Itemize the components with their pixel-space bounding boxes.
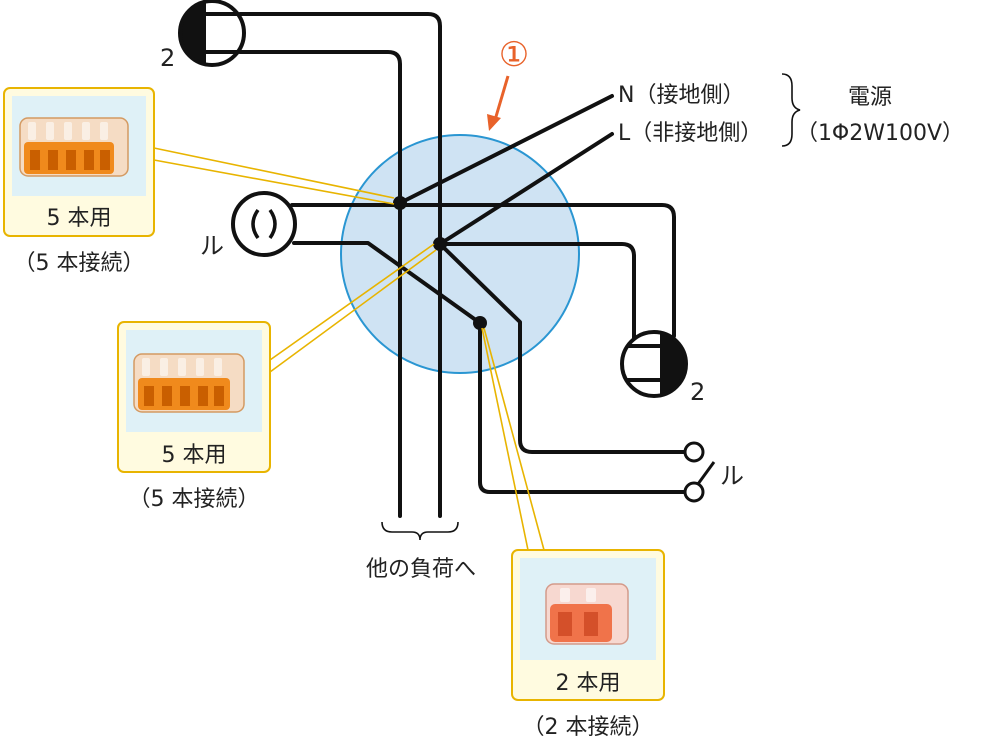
wire-right-lamp (438, 242, 636, 340)
lamp-right-label: 2 (690, 378, 705, 406)
connector-2-size: 5 本用 (162, 443, 227, 468)
wire-l-supply (438, 132, 614, 246)
wire-switch-upper (438, 242, 686, 454)
other-loads-label: 他の負荷へ (366, 557, 476, 582)
connector-card-3: 2 本用 (511, 549, 665, 701)
power-brace (781, 73, 801, 147)
wire-n-supply (398, 94, 614, 205)
marker-arrow-head (487, 114, 501, 131)
connector-2-icon (545, 583, 629, 645)
connector-1-size: 5 本用 (47, 206, 112, 231)
wire-top-lamp-upper (238, 12, 442, 518)
other-loads-brace (381, 521, 459, 541)
outlet-symbol (231, 191, 297, 257)
lamp-symbol-right (620, 330, 688, 398)
connector-5-icon (19, 117, 129, 177)
wire-outlet-lower (292, 241, 686, 494)
connector-card-1: 5 本用 (3, 87, 155, 237)
outlet-label: ル (200, 232, 224, 260)
lamp-symbol-top (178, 0, 246, 67)
connection-dot-n (393, 196, 407, 210)
connector-5-icon (133, 353, 245, 413)
wire-top-lamp-lower (238, 50, 402, 518)
power-spec: （1Φ2W100V） (796, 121, 964, 146)
connector-1-note: （5 本接続） (14, 251, 145, 276)
lamp-top-label: 2 (160, 44, 175, 72)
connector-2-note: （5 本接続） (129, 487, 260, 512)
connector-3-size: 2 本用 (556, 671, 621, 696)
connection-dot-l (433, 237, 447, 251)
leader-lines (153, 147, 545, 551)
switch-label: ル (720, 462, 744, 490)
wire-outlet-upper (290, 203, 676, 338)
l-label: L（非接地側） (618, 121, 762, 146)
marker-number: ① (499, 35, 529, 75)
connector-card-2: 5 本用 (117, 321, 271, 473)
marker-arrow-line (493, 75, 510, 121)
n-label: N（接地側） (618, 83, 744, 108)
connection-dot-switch (473, 316, 487, 330)
connector-3-note: （2 本接続） (523, 715, 654, 740)
wires (238, 12, 686, 518)
power-title: 電源 (848, 85, 892, 110)
switch-symbol (683, 441, 716, 503)
